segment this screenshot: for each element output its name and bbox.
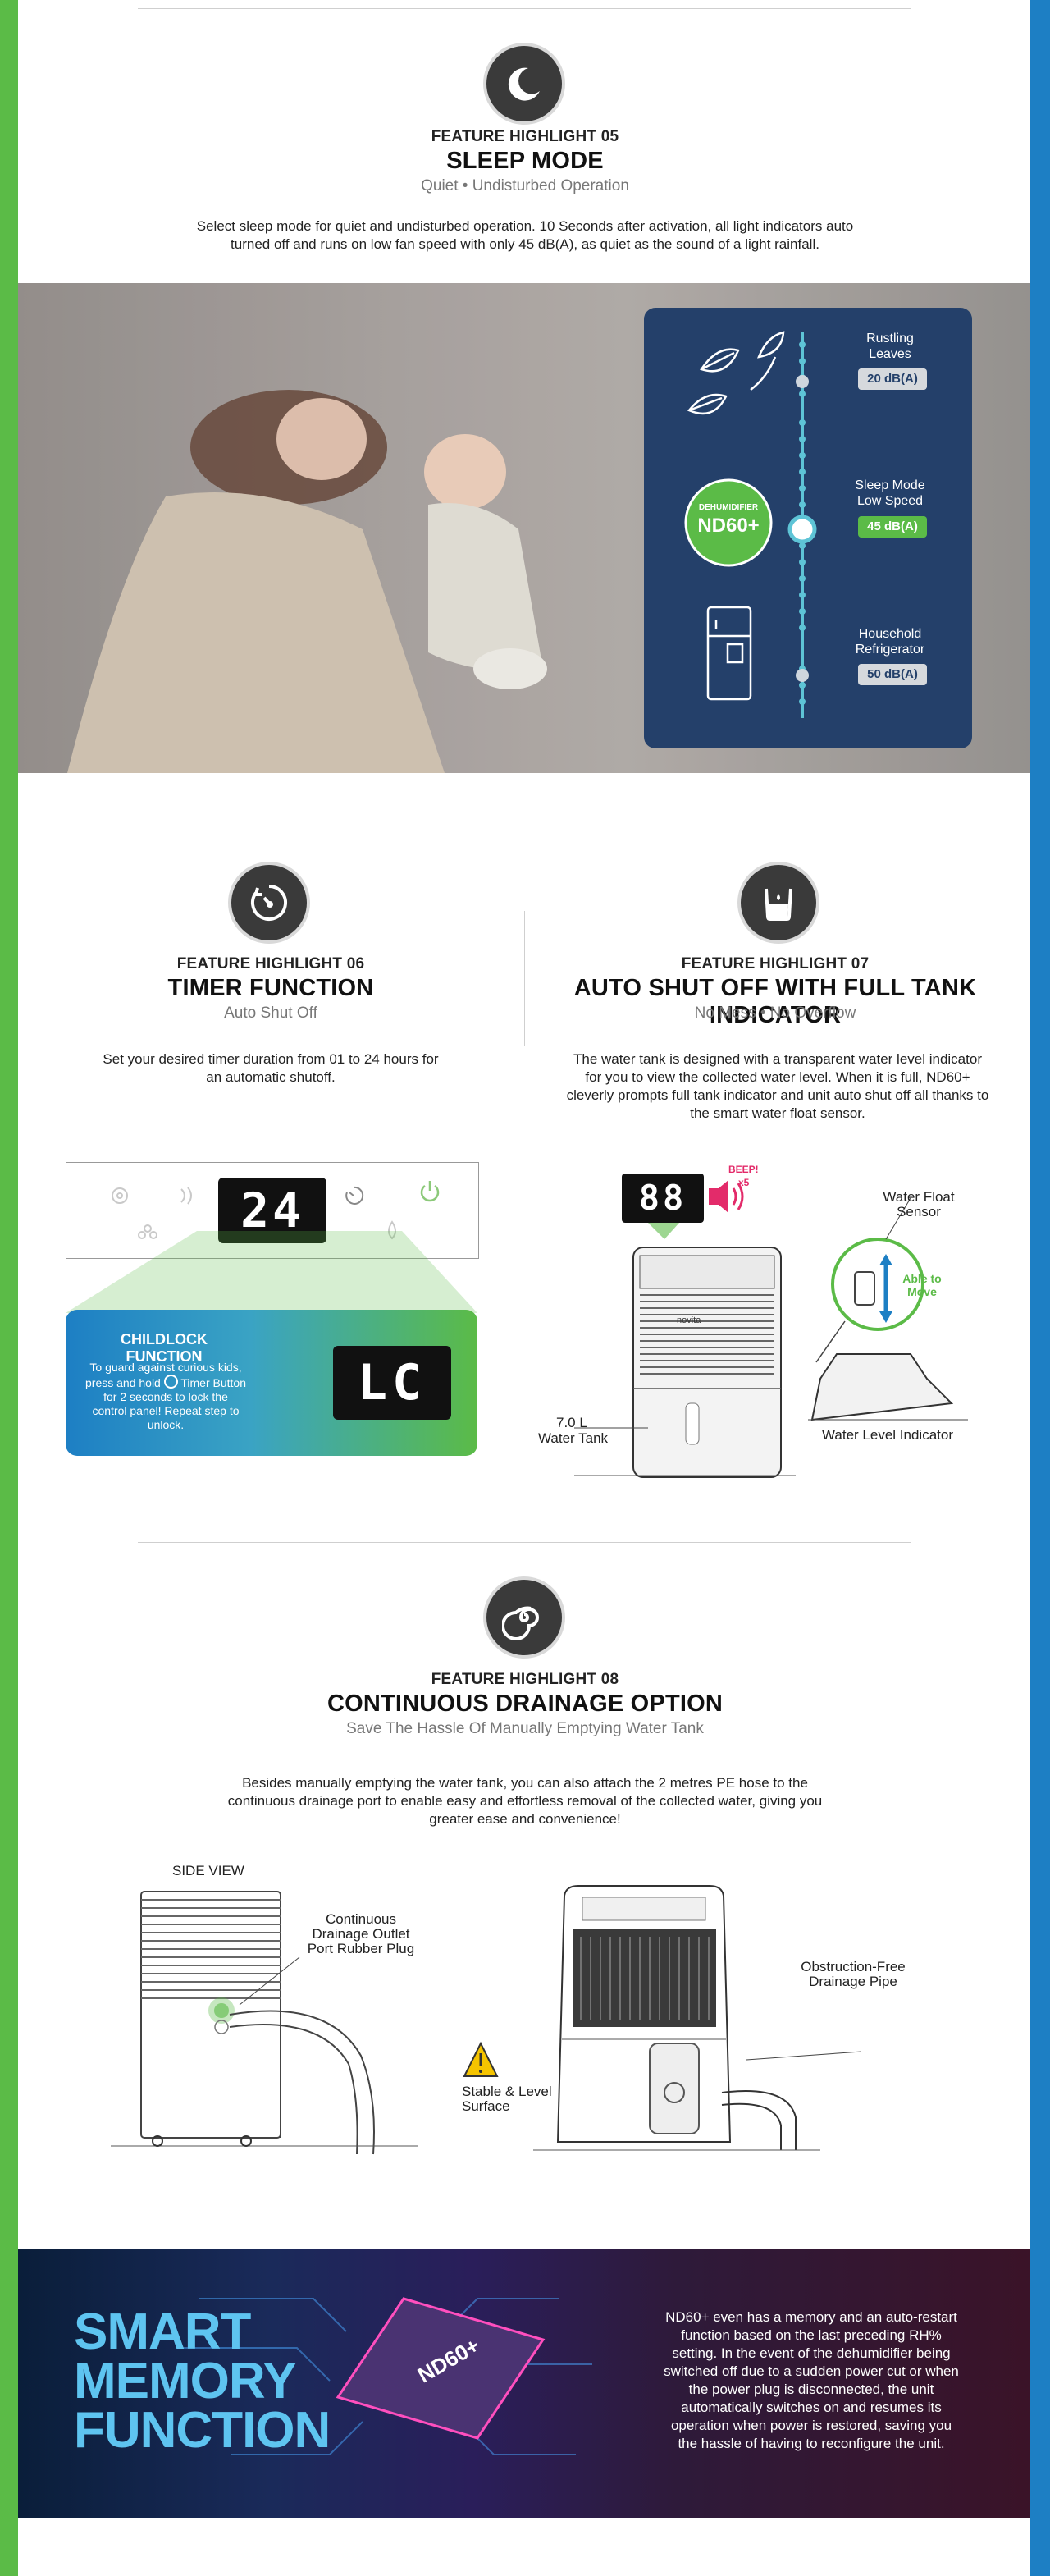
drainage-swirl-icon [486, 1580, 562, 1655]
feature-title: SLEEP MODE [446, 148, 604, 174]
feature-description: Select sleep mode for quiet and undistur… [196, 218, 854, 252]
left-accent-bar [0, 0, 18, 2576]
water-tank-icon [741, 865, 816, 940]
column-divider [524, 911, 525, 1046]
scale-label-fridge: Household Refrigerator [855, 627, 925, 657]
drain-outlet-label: Continuous Drainage Outlet Port Rubber P… [307, 1911, 415, 1956]
timer-icon [231, 865, 307, 940]
water-tank-label: Water Tank [538, 1430, 609, 1446]
scale-label-leaves: Rustling Leaves [866, 332, 914, 361]
side-view-label: SIDE VIEW [172, 1863, 244, 1878]
feature-subtitle: Quiet • Undisturbed Operation [421, 177, 629, 194]
tank-capacity: 7.0 L [556, 1415, 587, 1430]
feature-description: The water tank is designed with a transp… [566, 1051, 989, 1121]
childlock-desc-part-1: To guard against curious kids, press and… [85, 1361, 242, 1389]
water-level-label: Water Level Indicator [822, 1427, 953, 1443]
drain-pipe-label: Obstruction-Free Drainage Pipe [801, 1959, 906, 1989]
panel-icons [112, 1181, 440, 1240]
memory-title-line-1: SMART [74, 2304, 251, 2360]
timer-button-icon [163, 1375, 178, 1389]
memory-description: ND60+ even has a memory and an auto-rest… [664, 2309, 959, 2451]
childlock-description: To guard against curious kids, press and… [85, 1361, 246, 1432]
divider [138, 1542, 911, 1543]
feature-description: Set your desired timer duration from 01 … [103, 1051, 439, 1085]
scale-label-sleep: Sleep Mode Low Speed [855, 478, 925, 508]
control-panel: 24 [66, 1162, 479, 1259]
side-view-illustration [111, 1891, 418, 2155]
beep-label: BEEP! [728, 1164, 759, 1175]
beep-count: x5 [738, 1177, 750, 1188]
feature-subtitle: Auto Shut Off [224, 1004, 317, 1022]
childlock-display: LC [333, 1346, 451, 1420]
smart-memory-banner: ND60+ SMART MEMORY FUNCTION ND60+ even h… [18, 2249, 1030, 2518]
right-accent-bar [1030, 0, 1050, 2576]
memory-title-line-3: FUNCTION [74, 2402, 331, 2459]
feature-subtitle: Save The Hassle Of Manually Emptying Wat… [346, 1720, 704, 1737]
badge-caption: DEHUMIDIFIER [698, 503, 759, 512]
feature-title: TIMER FUNCTION [167, 975, 374, 1001]
memory-title-line-2: MEMORY [74, 2353, 297, 2409]
feature-kicker: FEATURE HIGHLIGHT 07 [681, 955, 870, 972]
childlock-desc-part-2: Timer Button for 2 seconds to lock the c… [92, 1376, 246, 1431]
tank-display: 88 [638, 1178, 687, 1218]
feature-kicker: FEATURE HIGHLIGHT 06 [176, 955, 365, 972]
scale-value-leaves: 20 dB(A) [858, 368, 927, 390]
noise-scale-panel: DEHUMIDIFIER ND60+ Rustling Leaves 20 dB… [644, 308, 972, 748]
scale-value-fridge: 50 dB(A) [858, 664, 927, 685]
badge-model: ND60+ [697, 515, 760, 537]
able-to-move-label: Able to Move [902, 1272, 942, 1298]
feature-kicker: FEATURE HIGHLIGHT 08 [431, 1671, 619, 1688]
tank-illustration [574, 1174, 968, 1478]
childlock-title: CHILDLOCK FUNCTION [121, 1331, 208, 1365]
childlock-card: CHILDLOCK FUNCTION To guard against curi… [66, 1310, 477, 1456]
scale-value-sleep: 45 dB(A) [858, 516, 927, 538]
highlight-beam [66, 1231, 477, 1313]
feature-description: Besides manually emptying the water tank… [227, 1775, 823, 1827]
float-sensor-label: Water Float Sensor [883, 1189, 955, 1219]
circuit-chip-graphic [182, 2297, 592, 2455]
feature-kicker: FEATURE HIGHLIGHT 05 [431, 128, 619, 145]
stable-surface-label: Stable & Level Surface [462, 2084, 552, 2114]
brand-logo: novita [677, 1315, 701, 1325]
noise-scale-graphic [684, 331, 817, 718]
timer-display: 24 [218, 1178, 326, 1243]
feature-subtitle: No Mess • No Overflow [694, 1004, 856, 1022]
feature-title: CONTINUOUS DRAINAGE OPTION [326, 1691, 724, 1717]
moon-icon [486, 46, 562, 121]
divider [138, 8, 911, 9]
front-view-illustration [463, 1885, 862, 2151]
feature-title: AUTO SHUT OFF WITH FULL TANK INDICATOR [573, 975, 977, 1028]
